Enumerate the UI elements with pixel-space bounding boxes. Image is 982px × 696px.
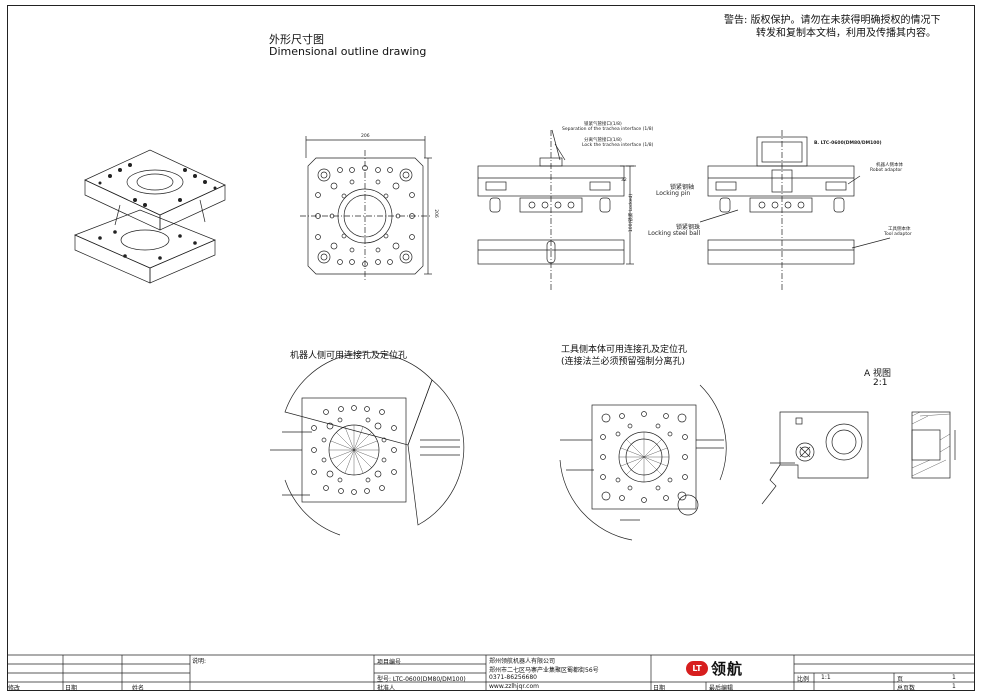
model-label: 型号: LTC-0600(DM80/DM100): [377, 676, 466, 683]
label-separation-en: Separation of the trachea interface (1/8…: [562, 127, 654, 132]
label-locking-pin-en: Locking pin: [656, 190, 691, 197]
latest-edit-label: 最后编辑: [709, 685, 734, 692]
drawing-sheet-border: [7, 5, 975, 691]
tool-side-pattern: [559, 384, 727, 541]
label-locking-ball-en: Locking steel ball: [648, 230, 701, 237]
revise-label: 修改: [8, 685, 21, 692]
dim-side-height: 100(锁紧 Locked): [629, 193, 635, 233]
view-a-detail: [761, 411, 956, 505]
company-name: 郑州领航机器人有限公司: [489, 658, 556, 665]
top-view: [300, 136, 432, 282]
side-view-right: [699, 130, 891, 290]
date2-label: 日期: [653, 685, 666, 692]
copyright-warning: 警告: 版权保护。请勿在未获得明确授权的情况下 转发和复制本文档，利用及传播其内…: [724, 14, 941, 40]
label-robot-adaptor-en: Robot adaptor: [870, 168, 903, 173]
approver-label: 批准人: [377, 685, 396, 692]
date-label: 日期: [65, 685, 78, 692]
tool-side-title-2: (连接法兰必须预留强制分离孔): [561, 357, 686, 367]
page-label: 页: [897, 676, 904, 683]
warning-line-2: 转发和复制本文档，利用及传播其内容。: [756, 28, 936, 39]
scale-value: 1:1: [821, 674, 831, 681]
company-website[interactable]: www.zzlhjqr.com: [489, 683, 539, 690]
drawing-title-cn: 外形尺寸图: [269, 33, 324, 46]
page-value: 1: [952, 674, 956, 681]
label-lock-cn: 分离气管接口(1/8): [584, 138, 622, 143]
isometric-view: [74, 149, 226, 284]
label-locking-pin-cn: 锁紧钢轴: [670, 184, 695, 191]
label-robot-adaptor-cn: 机器人侧本体: [876, 163, 903, 168]
label-lock-en: Lock the trachea interface (1/8): [582, 143, 654, 148]
side-view-left: [477, 129, 636, 290]
robot-side-pattern: [270, 352, 465, 536]
total-pages-value: 1: [952, 683, 956, 690]
dim-left: 32: [621, 178, 627, 183]
scale-label: 比例: [797, 676, 810, 683]
title-block: 说明: 修改 日期 姓名 项目编号 型号: LTC-0600(DM80/DM10…: [7, 655, 975, 692]
label-tool-adaptor-en: Tool adaptor: [884, 232, 912, 237]
warning-line-1: 警告: 版权保护。请勿在未获得明确授权的情况下: [724, 15, 941, 26]
label-separation-cn: 锁紧气管接口(1/8): [584, 122, 622, 127]
company-logo: LT 领航: [686, 658, 743, 679]
robot-side-title: 机器人侧可用连接孔及定位孔: [290, 351, 408, 361]
company-phone: 0371-86256680: [489, 674, 537, 681]
dim-height: 206: [432, 209, 438, 218]
label-model-ref: B. LTC-0600(DM80/DM100): [814, 141, 882, 146]
company-address: 郑州市二七区马寨产业集聚区蜀都街56号: [489, 667, 599, 674]
project-no-label: 项目编号: [377, 659, 402, 666]
name-label: 姓名: [132, 685, 145, 692]
logo-mark-icon: LT: [686, 661, 708, 676]
tool-side-title-1: 工具侧本体可用连接孔及定位孔: [561, 345, 688, 355]
drawing-title-en: Dimensional outline drawing: [269, 45, 427, 58]
label-tool-adaptor-cn: 工具侧本体: [888, 227, 911, 232]
logo-name: 领航: [711, 660, 744, 678]
total-pages-label: 总页数: [897, 685, 916, 692]
title-block-grid: [7, 654, 975, 691]
description-label: 说明:: [192, 658, 207, 665]
label-locking-ball-cn: 锁紧钢珠: [676, 224, 701, 231]
view-a-title: A 视图: [864, 369, 892, 379]
view-a-scale: 2:1: [873, 378, 888, 388]
dim-width: 206: [361, 134, 370, 139]
